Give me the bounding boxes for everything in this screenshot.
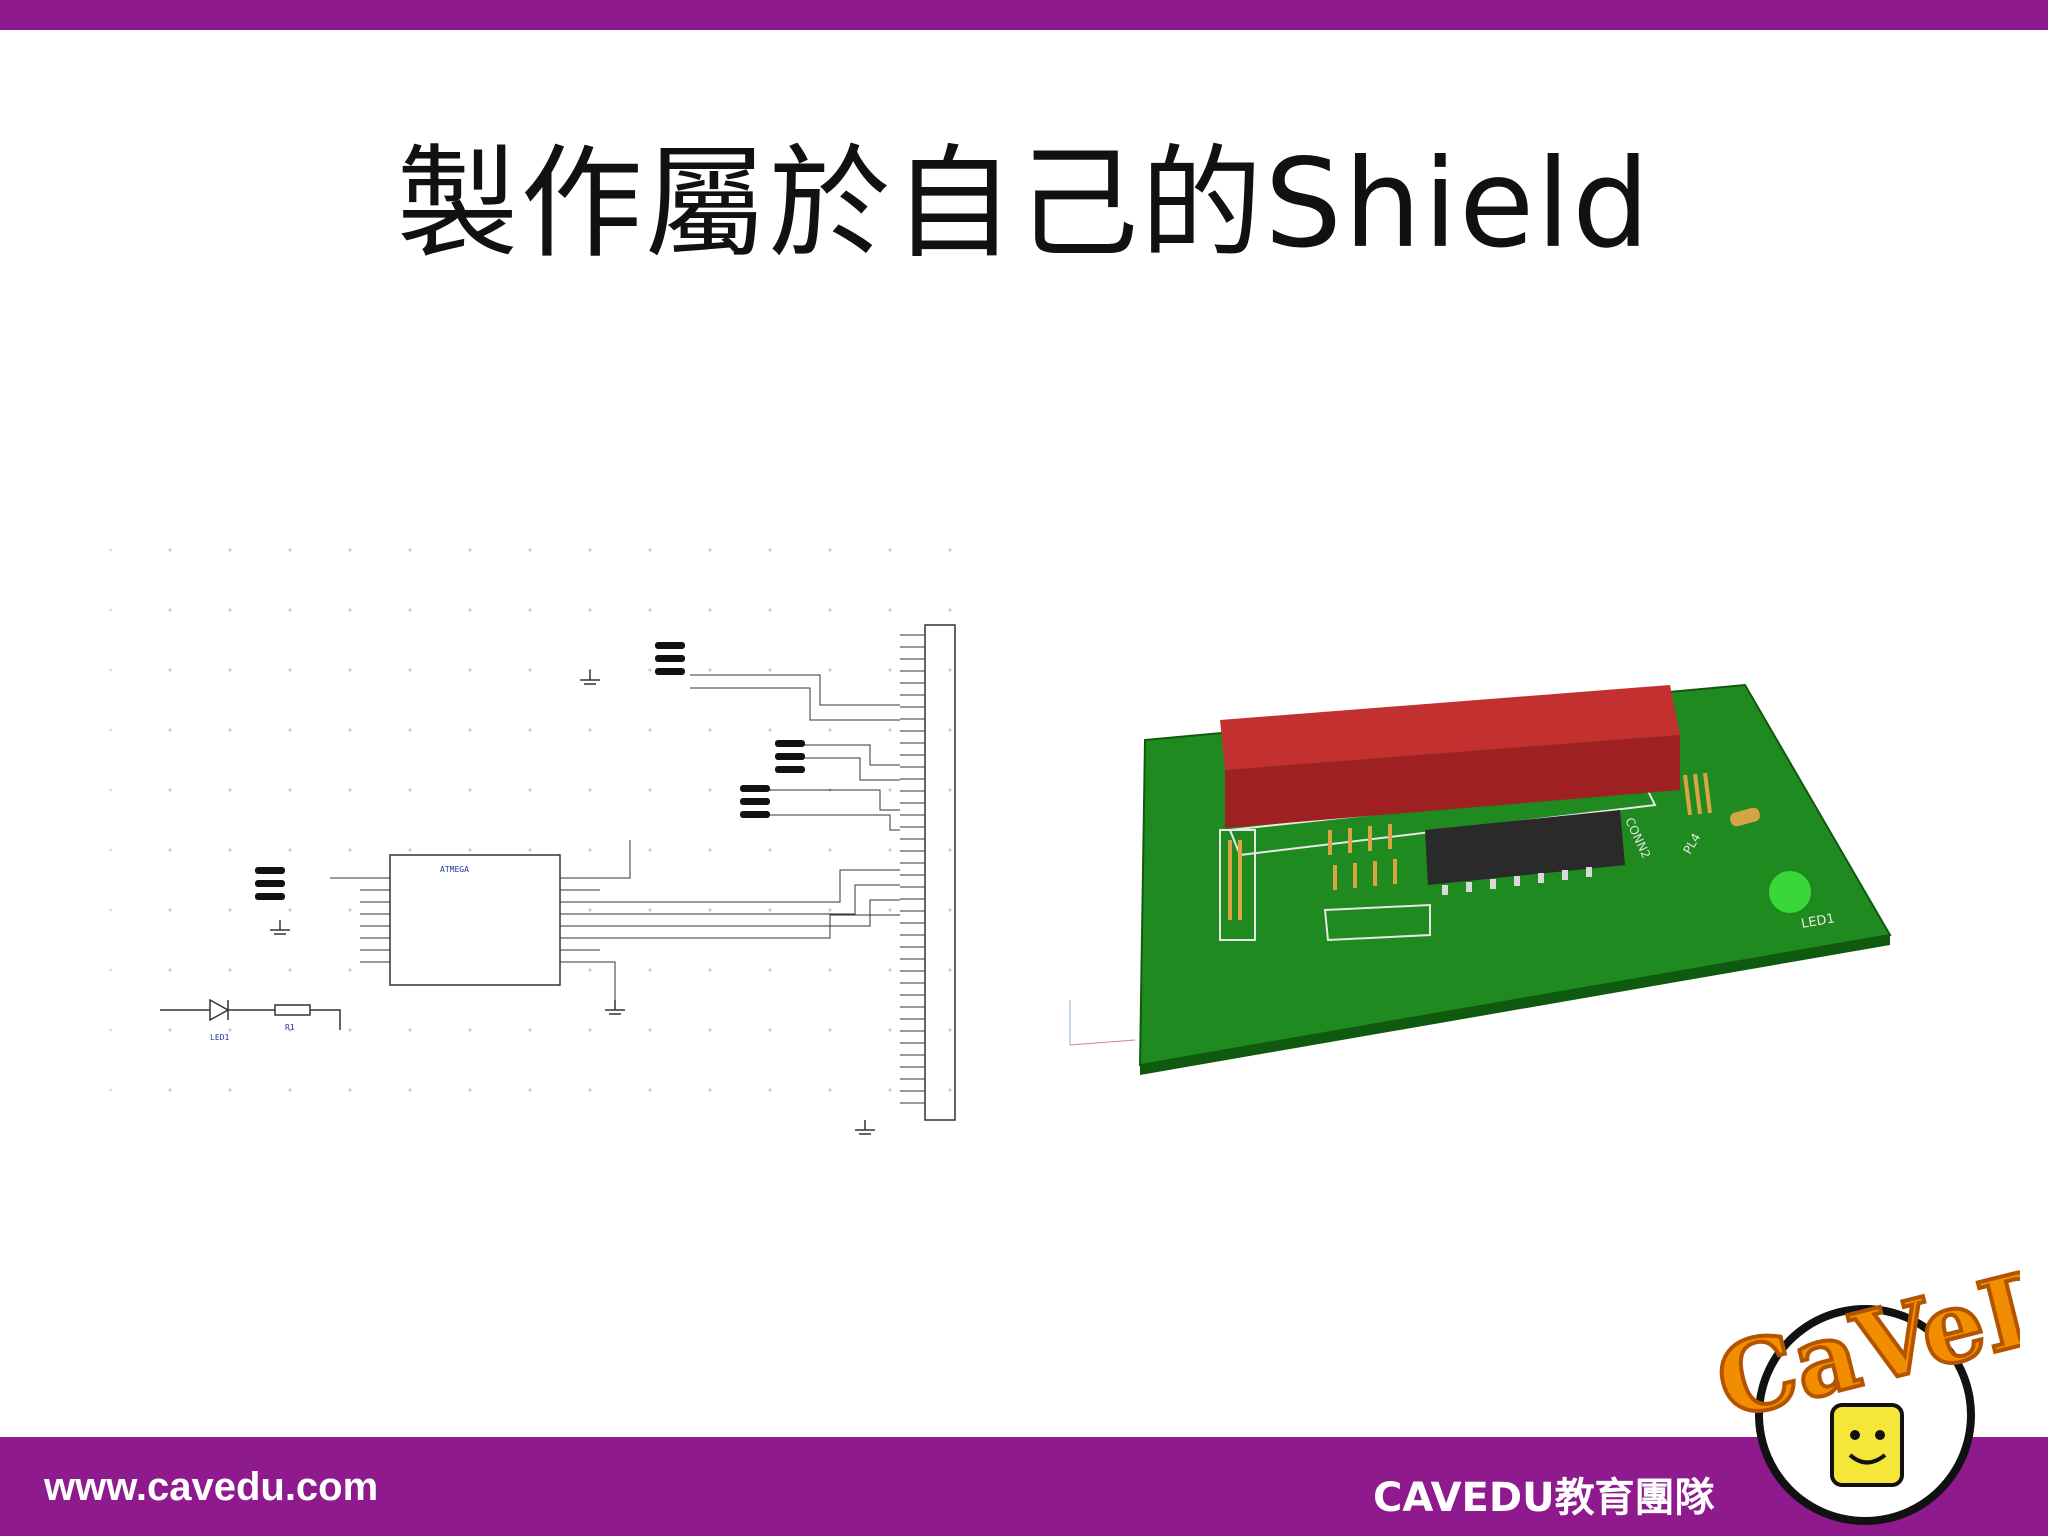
footer-team-name: CAVEDU教育團隊 — [1373, 1475, 1715, 1521]
female-header-top — [1220, 685, 1680, 770]
slide-title: 製作屬於自己的Shield — [396, 133, 1652, 275]
led-label: LED1 — [210, 1033, 229, 1042]
ic-label: ATMEGA — [440, 865, 469, 874]
schematic-grid — [110, 548, 952, 1092]
pcb-resistor — [1730, 807, 1760, 827]
header-connector — [924, 624, 956, 1121]
pcb-led — [1767, 869, 1813, 915]
pcb-3d-render: CONN2 LED1 PL4 — [1069, 683, 1892, 1075]
cavedu-logo: CaVeDu — [1704, 1250, 2020, 1525]
pcb-led-label: LED1 — [1800, 911, 1836, 932]
logo-mascot — [1830, 1403, 1904, 1487]
ic-chip — [389, 854, 561, 986]
resistor-label: R1 — [285, 1023, 295, 1032]
footer-bar — [0, 1437, 2048, 1536]
pcb-ic — [1425, 810, 1625, 885]
female-header-front — [1225, 735, 1680, 828]
top-accent-bar — [0, 0, 2048, 30]
schematic-diagram: ATMEGA — [110, 548, 956, 1135]
footer-url-link[interactable]: www.cavedu.com — [44, 1465, 379, 1509]
